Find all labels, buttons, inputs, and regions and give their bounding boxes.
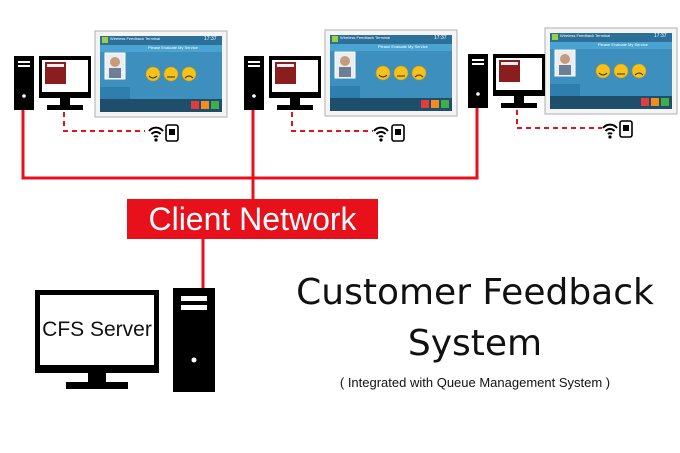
wifi-icon: [373, 126, 389, 143]
feedback-terminal-icon: [391, 124, 405, 142]
server-label: CFS Server: [42, 318, 152, 341]
tablet-prompt: Please Evaluate My Service: [378, 44, 428, 49]
feedback-terminal-icon: [165, 124, 179, 142]
tablet-header: Wireless Feedback Terminal: [340, 35, 391, 40]
server-icon: [173, 288, 215, 392]
wireless-links: [63, 110, 602, 132]
page-title-line-2: System: [407, 323, 543, 364]
desktop-computer-icon: [14, 56, 91, 110]
tablet-prompt: Please Evaluate My Service: [148, 45, 198, 50]
tablet-time: 17:37: [654, 33, 667, 39]
client-network-label: Client Network: [127, 199, 378, 239]
tablet-time: 17:37: [434, 35, 447, 41]
server-monitor: [35, 290, 159, 389]
feedback-terminal-icon: [619, 120, 633, 138]
network-lines: [21, 108, 479, 290]
page-subtitle: ( Integrated with Queue Management Syste…: [339, 375, 611, 390]
page-title-line-1: Customer Feedback: [296, 272, 654, 313]
tablet-time: 17:37: [204, 36, 217, 42]
desktop-computer-icon: [468, 54, 545, 108]
tablet-header: Wireless Feedback Terminal: [560, 33, 611, 38]
tablet-prompt: Please Evaluate My Service: [598, 42, 648, 47]
tablet-header: Wireless Feedback Terminal: [110, 36, 161, 41]
desktop-computer-icon: [244, 56, 321, 110]
feedback-tablet-1: [94, 30, 228, 118]
feedback-tablet-3: [544, 27, 678, 115]
feedback-tablet-2: [324, 29, 458, 117]
wifi-icon: [602, 123, 618, 140]
wifi-icon: [148, 126, 164, 143]
